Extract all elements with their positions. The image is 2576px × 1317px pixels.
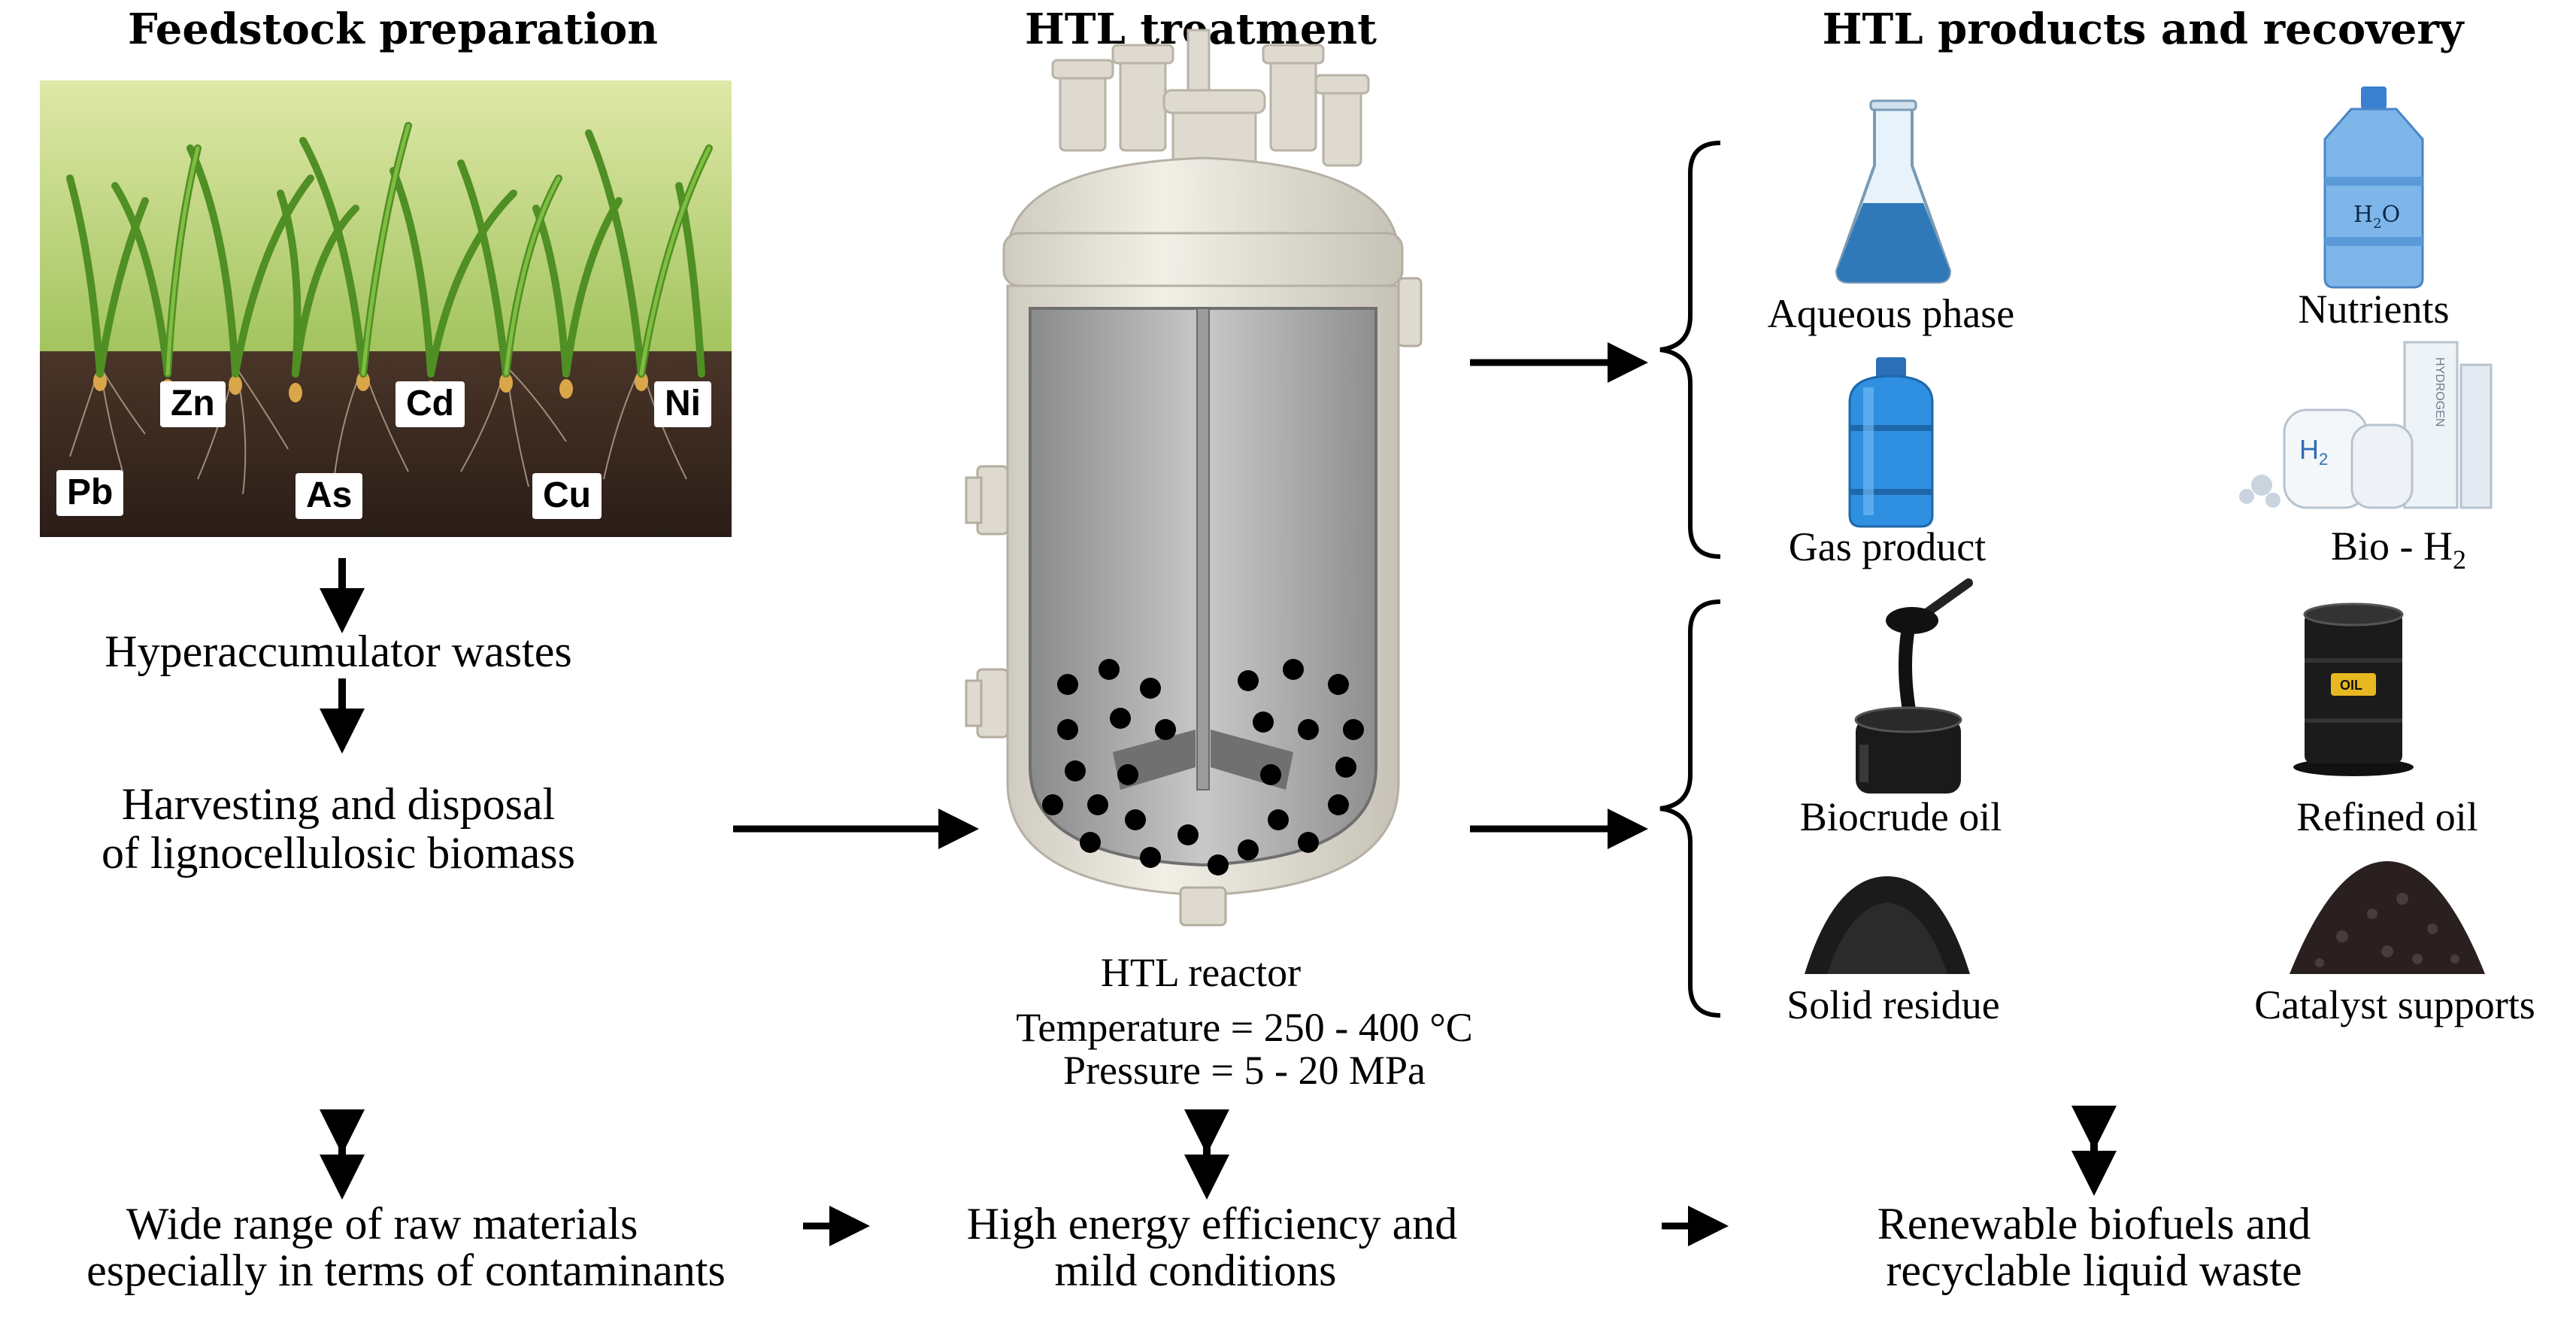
bio-h2-subscript: 2 [2453,544,2466,575]
step-harvesting-line2: of lignocellulosic biomass [102,828,575,878]
product-gas: Gas product [1788,524,1987,569]
brace-lower [1659,599,1721,1018]
header-feedstock: Feedstock preparation [128,5,658,54]
htl-reactor-illustration [965,29,1423,927]
bottom-mid-line1: High energy efficiency and [966,1199,1458,1249]
hydrogen-plant-icon: HYDROGEN H2 [2239,341,2493,509]
bottom-right-line1: Renewable biofuels and [1877,1199,2311,1249]
product-solid-residue: Solid residue [1787,982,2000,1027]
gas-cylinder-icon [1848,357,1934,528]
product-aqueous-phase: Aqueous phase [1767,291,2015,336]
step-harvesting-line1: Harvesting and disposal [121,779,556,829]
svg-text:H2: H2 [2299,434,2328,469]
product-biocrude: Biocrude oil [1799,794,2002,839]
reactor-label: HTL reactor [1100,950,1302,995]
feedstock-photo: Zn Cd Ni Pb As Cu [40,80,732,537]
bottom-left-line1: Wide range of raw materials [126,1199,638,1249]
svg-text:H2O: H2O [2353,202,2400,232]
svg-text:HYDROGEN: HYDROGEN [2433,357,2446,426]
metal-label-zn: Zn [160,381,226,427]
product-nutrients: Nutrients [2298,287,2450,332]
svg-text:OIL: OIL [2340,678,2362,693]
reactor-temperature: Temperature = 250 - 400 °C [1016,1005,1473,1050]
oil-barrel-icon: OIL [2293,602,2414,776]
corn-seedlings-illustration [40,80,732,537]
metal-label-as: As [295,473,363,519]
product-catalyst-supports: Catalyst supports [2254,982,2535,1027]
metal-label-cu: Cu [532,473,602,519]
product-refined-oil: Refined oil [2296,794,2478,839]
brace-upper [1659,141,1721,559]
biomass-particles [1042,659,1364,875]
metal-label-ni: Ni [654,381,711,427]
metal-label-cd: Cd [395,381,465,427]
metal-label-pb: Pb [56,470,124,516]
header-products: HTL products and recovery [1822,5,2464,54]
bottom-left-line2: especially in terms of contaminants [86,1246,726,1295]
reactor-pressure: Pressure = 5 - 20 MPa [1063,1048,1426,1093]
step-hyperaccumulator: Hyperaccumulator wastes [105,627,572,676]
product-bio-h2: Bio - H2 [2331,523,2466,575]
water-bottle-icon: H2O [2323,86,2424,289]
solid-residue-icon [1805,876,1970,974]
flask-icon [1835,99,1952,284]
catalyst-granules-icon [2290,861,2485,974]
biocrude-jar-icon [1854,578,1973,794]
bottom-right-line2: recyclable liquid waste [1886,1246,2302,1295]
bottom-mid-line2: mild conditions [1054,1246,1337,1295]
